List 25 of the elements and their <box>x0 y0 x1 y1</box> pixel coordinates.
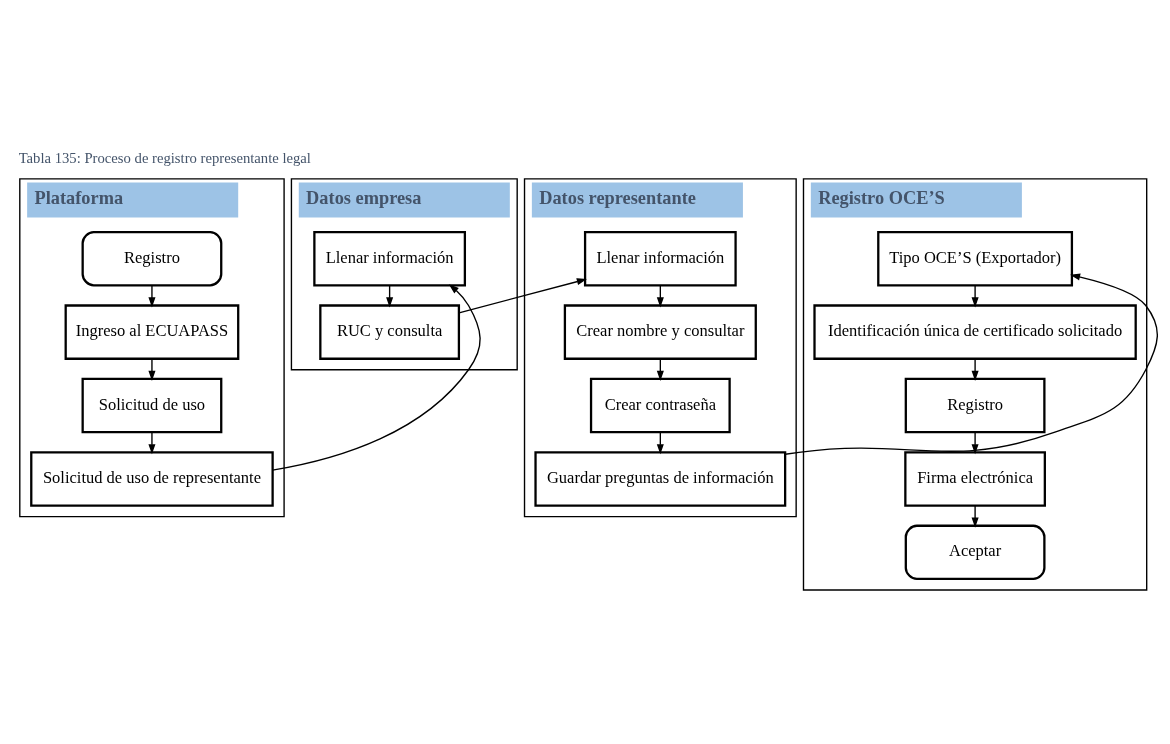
node-box: RUC y consulta <box>319 303 461 360</box>
node-box: Registro <box>904 377 1046 433</box>
arrow <box>971 504 979 528</box>
node-box: Registro <box>81 230 223 286</box>
node-box: Aceptar <box>904 524 1046 580</box>
arrow <box>458 277 587 314</box>
node-box: Identificación única de certificado solicitado <box>813 303 1137 360</box>
node-box: Crear nombre y consultar <box>563 303 757 360</box>
arrow <box>971 284 979 307</box>
arrow <box>148 284 156 307</box>
node-box: Firma electrónica <box>904 450 1046 507</box>
arrow <box>784 273 1158 455</box>
node-box: Solicitud de uso <box>81 377 223 433</box>
node-box: Tipo OCE’S (Exportador) <box>877 230 1074 286</box>
arrow <box>148 431 156 454</box>
arrow <box>148 357 156 381</box>
node-box: Guardar preguntas de información <box>534 450 787 507</box>
node-box: Solicitud de uso de representante <box>30 450 274 507</box>
node-box: Llenar información <box>583 230 737 286</box>
node-box: Ingreso al ECUAPASS <box>64 303 240 360</box>
caption: Tabla 135: Proceso de registro representante legal <box>18 149 311 166</box>
arrow <box>971 431 979 454</box>
node-box: Llenar información <box>313 230 466 286</box>
arrow <box>971 357 979 381</box>
node-box: Crear contraseña <box>589 377 731 433</box>
